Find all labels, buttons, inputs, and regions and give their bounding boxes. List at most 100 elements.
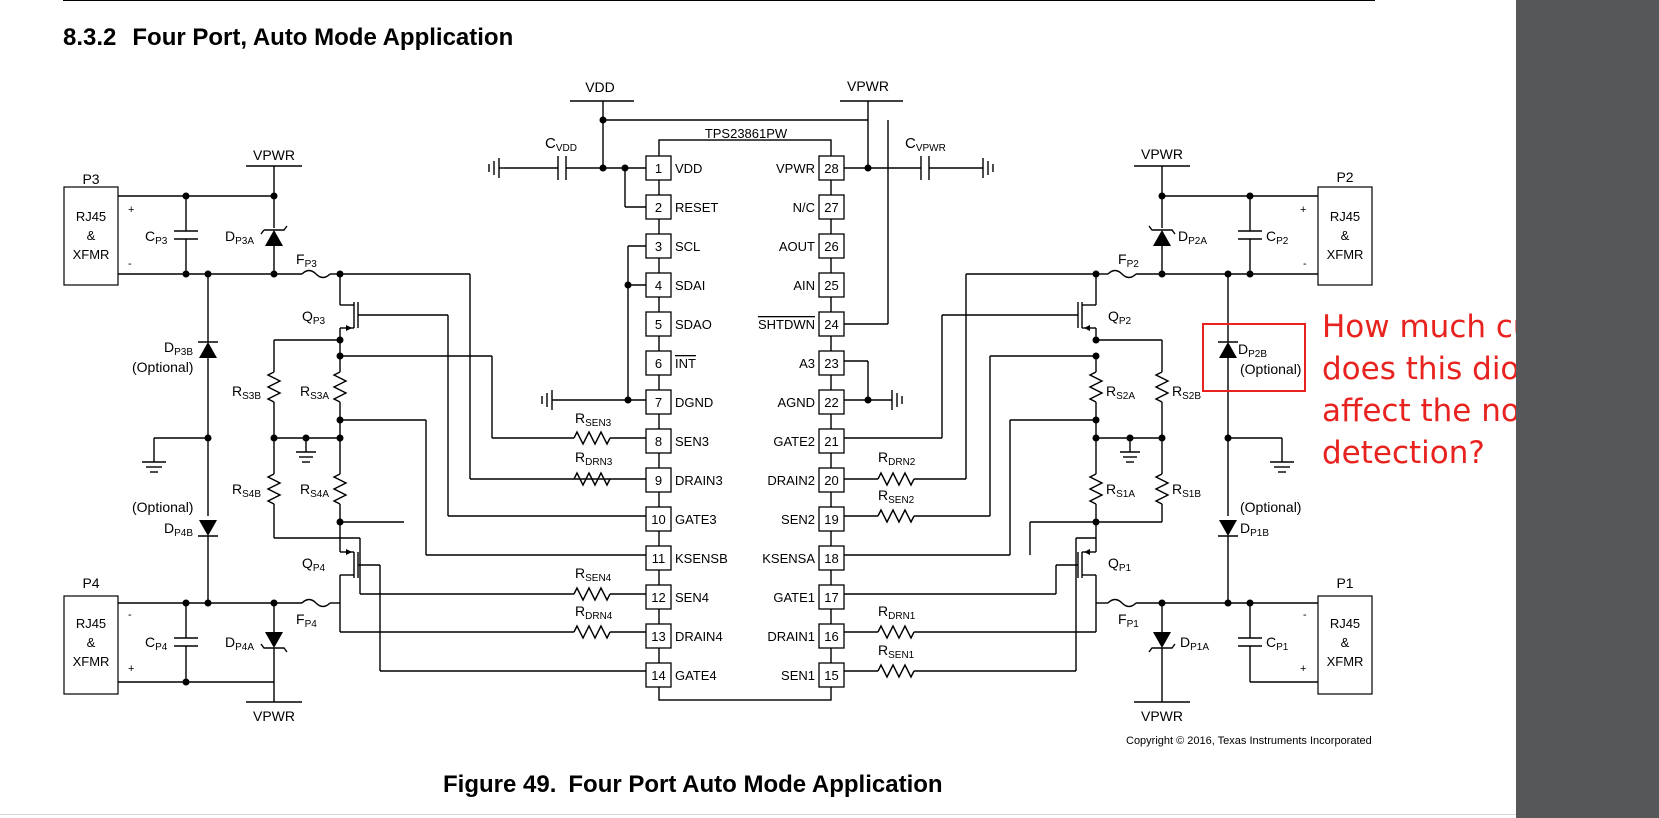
p1-amp: & — [1341, 635, 1350, 650]
cp2-label: CP2 — [1266, 228, 1289, 247]
dp3a-label: DP3A — [225, 228, 254, 247]
dp3b-optional: (Optional) — [132, 359, 193, 375]
ic-pin-13-name: DRAIN4 — [675, 629, 723, 644]
fp1-label: FP1 — [1118, 611, 1139, 630]
section-number: 8.3.2 — [63, 24, 117, 51]
ic-pin-27-number: 27 — [824, 200, 838, 215]
p4-rj45: RJ45 — [76, 616, 106, 631]
p2-minus: - — [1303, 258, 1307, 270]
rs2b-label: RS2B — [1172, 383, 1201, 402]
ic-pin-7-name: DGND — [675, 395, 713, 410]
rs1b-label: RS1B — [1172, 481, 1201, 500]
figure-number: Figure 49. — [443, 771, 557, 798]
rs3b-label: RS3B — [232, 383, 261, 402]
ic-pin-28-number: 28 — [824, 161, 838, 176]
ic-pin-26-number: 26 — [824, 239, 838, 254]
ic-part-label: TPS23861PW — [705, 126, 788, 141]
ic-pin-4-number: 4 — [655, 278, 662, 293]
dp4b-label: DP4B — [164, 520, 193, 539]
ic-pin-28-box — [818, 155, 845, 181]
ic-pin-2-number: 2 — [655, 200, 662, 215]
ic-pin-8-name: SEN3 — [675, 434, 709, 449]
ic-pin-11-number: 11 — [652, 551, 666, 566]
ic-pin-5-box — [645, 311, 672, 337]
p1-rj45: RJ45 — [1330, 616, 1360, 631]
ic-pin-18-number: 18 — [824, 551, 838, 566]
ic-pin-10-box — [645, 506, 672, 532]
rs4b-label: RS4B — [232, 481, 261, 500]
rs3a-label: RS3A — [300, 383, 329, 402]
dp1a-label: DP1A — [1180, 634, 1209, 653]
fp2-label: FP2 — [1118, 251, 1139, 270]
cp3-label: CP3 — [145, 228, 168, 247]
ic-pin-14-box — [645, 662, 672, 688]
top-rule — [63, 0, 1375, 1]
p3-amp: & — [87, 228, 96, 243]
fp3-label: FP3 — [296, 251, 317, 270]
ic-pin-23-name: A3 — [799, 356, 815, 371]
ic-pin-4-box — [645, 272, 672, 298]
ic-pin-26-box — [818, 233, 845, 259]
rsen4-label: RSEN4 — [575, 565, 612, 584]
p4-minus: - — [128, 609, 132, 621]
ic-pin-23-box — [818, 350, 845, 376]
ic-pin-22-number: 22 — [824, 395, 838, 410]
ic-pin-1-number: 1 — [655, 161, 662, 176]
p3-xfmr: XFMR — [73, 247, 110, 262]
vpwr-p4-label: VPWR — [253, 708, 295, 724]
ic-pin-12-number: 12 — [651, 590, 665, 605]
rdrn1-label: RDRN1 — [878, 603, 916, 622]
ic-pin-20-number: 20 — [824, 473, 838, 488]
port-p3-section: P3 RJ45 & XFMR + - CP3 VPWR — [63, 147, 646, 556]
fp4-label: FP4 — [296, 611, 317, 630]
p2-label: P2 — [1336, 169, 1353, 185]
ic-pin-6-box — [645, 350, 672, 376]
viewer-gutter — [1516, 0, 1659, 818]
ic-pin-12-name: SEN4 — [675, 590, 709, 605]
cvdd-label: CVDD — [545, 135, 577, 154]
ic-pin-28-name: VPWR — [776, 161, 815, 176]
ic-pin-17-name: GATE1 — [773, 590, 815, 605]
ic-pin-6-name: INT — [675, 356, 696, 371]
figure-title: Four Port Auto Mode Application — [568, 771, 943, 798]
qp3-label: QP3 — [302, 308, 326, 327]
dp4b-optional: (Optional) — [132, 499, 193, 515]
dp1b-label: DP1B — [1240, 520, 1269, 539]
ic-pin-10-number: 10 — [651, 512, 665, 527]
port-p4-section: P4 RJ45 & XFMR - + (Optional) DP4B CP4 — [63, 438, 646, 724]
ic-pin-21-name: GATE2 — [773, 434, 815, 449]
ic-pin-22-name: AGND — [777, 395, 815, 410]
ic-pin-1-name: VDD — [675, 161, 702, 176]
section-title: Four Port, Auto Mode Application — [132, 24, 514, 51]
p4-label: P4 — [82, 575, 99, 591]
ic-pin-16-name: DRAIN1 — [767, 629, 815, 644]
p2-amp: & — [1341, 228, 1350, 243]
cp4-label: CP4 — [145, 634, 168, 653]
ic-pin-4-name: SDAI — [675, 278, 705, 293]
ic-pin-24-number: 24 — [824, 317, 838, 332]
vdd-label: VDD — [585, 79, 615, 95]
vpwr-top-label: VPWR — [847, 78, 889, 94]
dp3b-label: DP3B — [164, 339, 193, 358]
ic-pin-11-name: KSENSB — [675, 551, 728, 566]
ic-pin-9-box — [645, 467, 672, 493]
ic-pin-3-number: 3 — [655, 239, 662, 254]
p3-rj45: RJ45 — [76, 209, 106, 224]
copyright-notice: Copyright © 2016, Texas Instruments Inco… — [1126, 735, 1372, 747]
ic-pin-3-name: SCL — [675, 239, 700, 254]
ic-pin-14-name: GATE4 — [675, 668, 717, 683]
p2-rj45: RJ45 — [1330, 209, 1360, 224]
rs4a-label: RS4A — [300, 481, 329, 500]
ic-pin-14-number: 14 — [651, 668, 665, 683]
p3-minus: - — [128, 258, 132, 270]
ic-pin-15-number: 15 — [824, 668, 838, 683]
port-p2-section: P2 RJ45 & XFMR + - CP2 VPWR DP2A — [844, 146, 1373, 556]
rdrn3-label: RDRN3 — [575, 449, 613, 468]
ic-pin-24-box — [818, 311, 845, 337]
vpwr-rail-top: VPWR CVPWR — [840, 78, 994, 410]
ic-pin-16-number: 16 — [824, 629, 838, 644]
p3-plus: + — [128, 204, 134, 216]
p1-plus: + — [1300, 663, 1306, 675]
